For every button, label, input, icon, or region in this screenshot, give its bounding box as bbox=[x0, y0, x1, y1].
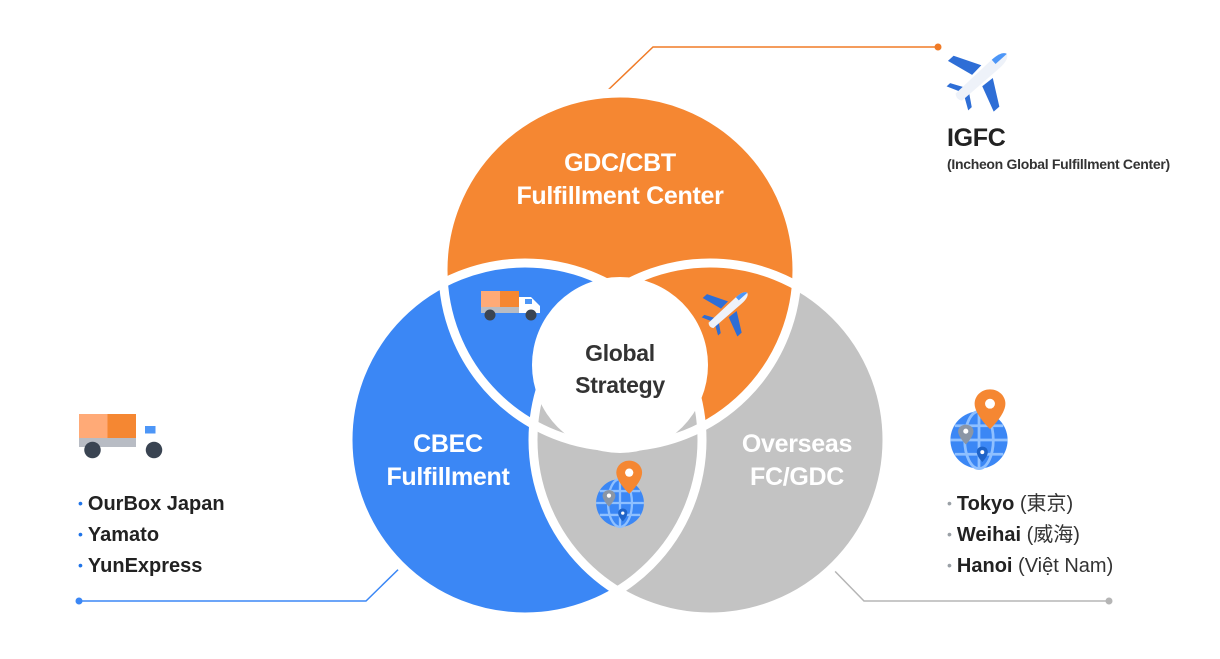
left-label-line1: CBEC bbox=[413, 430, 483, 458]
location-name: Hanoi bbox=[956, 555, 1013, 577]
center-label-line2: Strategy bbox=[575, 372, 665, 398]
top-label-line2: Fulfillment Center bbox=[516, 182, 724, 210]
location-note: (東京) bbox=[1019, 493, 1074, 515]
callout-lines bbox=[75, 43, 1113, 605]
list-item: •Weihai (威海) bbox=[947, 524, 1080, 546]
carrier-name: OurBox Japan bbox=[87, 493, 225, 515]
center-label: Global Strategy bbox=[540, 337, 700, 401]
top-circle-label: GDC/CBT Fulfillment Center bbox=[470, 147, 770, 213]
airplane-icon bbox=[934, 28, 1030, 124]
location-name: Tokyo bbox=[956, 493, 1015, 515]
igfc-subtitle: (Incheon Global Fulfillment Center) bbox=[947, 156, 1170, 172]
carrier-list: •OurBox Japan •Yamato •YunExpress bbox=[78, 488, 225, 581]
left-label-line2: Fulfillment bbox=[386, 463, 510, 491]
carrier-name: Yamato bbox=[87, 524, 160, 546]
left-circle-label: CBEC Fulfillment bbox=[348, 428, 548, 494]
center-circle bbox=[532, 277, 708, 453]
right-label-line1: Overseas bbox=[741, 430, 853, 458]
list-item: •Yamato bbox=[78, 524, 160, 546]
top-label-line1: GDC/CBT bbox=[564, 149, 676, 177]
location-list: •Tokyo (東京) •Weihai (威海) •Hanoi (Việt Na… bbox=[947, 488, 1113, 581]
right-callout-line bbox=[821, 557, 1109, 602]
list-item: •YunExpress bbox=[78, 555, 203, 577]
truck-icon bbox=[79, 414, 168, 459]
igfc-title: IGFC bbox=[947, 124, 1006, 152]
right-label-line2: FC/GDC bbox=[749, 463, 845, 491]
list-item: •Hanoi (Việt Nam) bbox=[947, 555, 1114, 577]
list-item: •Tokyo (東京) bbox=[947, 493, 1074, 515]
right-circle-label: Overseas FC/GDC bbox=[697, 428, 897, 494]
location-note: (威海) bbox=[1026, 524, 1080, 546]
location-name: Weihai bbox=[956, 524, 1021, 546]
location-note: (Việt Nam) bbox=[1018, 555, 1114, 577]
carrier-name: YunExpress bbox=[87, 555, 203, 577]
top-callout-line bbox=[605, 46, 938, 93]
list-item: •OurBox Japan bbox=[78, 493, 225, 515]
center-label-line1: Global bbox=[585, 340, 655, 366]
left-callout-line bbox=[79, 557, 411, 602]
globe-pin-icon bbox=[949, 388, 1009, 470]
